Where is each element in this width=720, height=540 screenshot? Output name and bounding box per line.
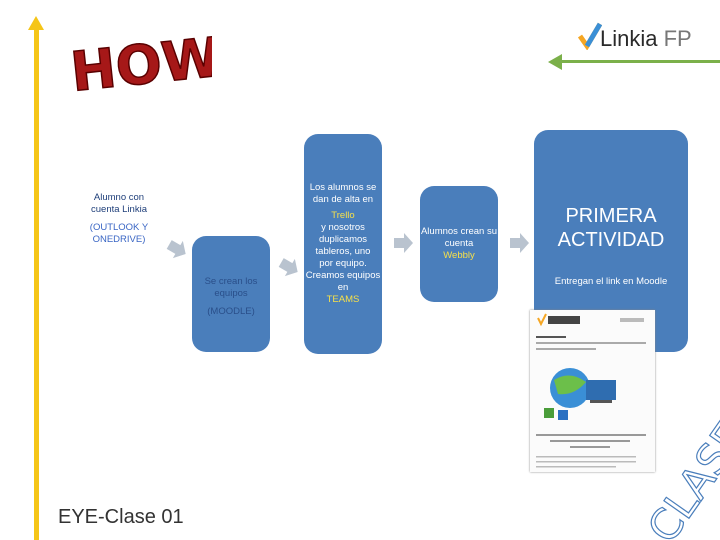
logo-suffix: FP xyxy=(663,26,692,51)
step-1-highlight: (OUTLOOK Y ONEDRIVE) xyxy=(89,222,149,245)
step-3-box: Los alumnos se dan de alta en Trello y n… xyxy=(304,134,382,354)
axis-arrow-head xyxy=(28,16,44,30)
step-2-text: Se crean los equipos xyxy=(204,276,258,299)
step-3-text-2: Creamos equipos en xyxy=(305,270,381,293)
activity-document-thumbnail xyxy=(530,310,655,472)
green-connector-line xyxy=(562,60,720,63)
step-3-after: y nosotros duplicamos tableros, uno por … xyxy=(315,222,371,269)
flow-arrow-icon xyxy=(166,240,186,259)
step-4-box: Alumnos crean su cuenta Webbly xyxy=(420,186,498,302)
vertical-axis-bar xyxy=(34,24,39,540)
step-5-title: PRIMERA ACTIVIDAD xyxy=(557,205,665,251)
clase-watermark: CLASE xyxy=(637,412,720,540)
logo-brand: Linkia xyxy=(600,26,658,51)
step-3-highlight: Trello xyxy=(331,210,355,221)
step-4-text: Alumnos crean su cuenta xyxy=(420,226,498,249)
linkia-check-icon xyxy=(578,22,602,50)
step-3-highlight-2: TEAMS xyxy=(326,294,360,305)
step-5-subtitle: Entregan el link en Moodle xyxy=(554,276,668,287)
flow-arrow-icon xyxy=(278,258,298,277)
document-preview-icon xyxy=(536,313,646,468)
how-graphic: HOW? xyxy=(67,21,212,104)
step-1-box: Alumno con cuenta Linkia (OUTLOOK Y ONED… xyxy=(82,160,156,250)
linkia-logo: Linkia FP xyxy=(600,26,692,52)
step-2-highlight: (MOODLE) xyxy=(207,306,255,317)
step-1-text: Alumno con cuenta Linkia xyxy=(91,192,147,215)
flow-arrow-icon xyxy=(510,233,529,253)
clase-watermark-text: CLASE xyxy=(638,412,720,540)
step-4-highlight: Webbly xyxy=(443,250,475,261)
green-arrow-head xyxy=(548,54,562,70)
how-graphic-text: HOW? xyxy=(68,22,212,104)
flow-arrow-icon xyxy=(394,233,413,253)
footer-label: EYE-Clase 01 xyxy=(58,506,184,528)
step-2-box: Se crean los equipos (MOODLE) xyxy=(192,236,270,352)
step-3-text: Los alumnos se dan de alta en xyxy=(309,182,377,205)
